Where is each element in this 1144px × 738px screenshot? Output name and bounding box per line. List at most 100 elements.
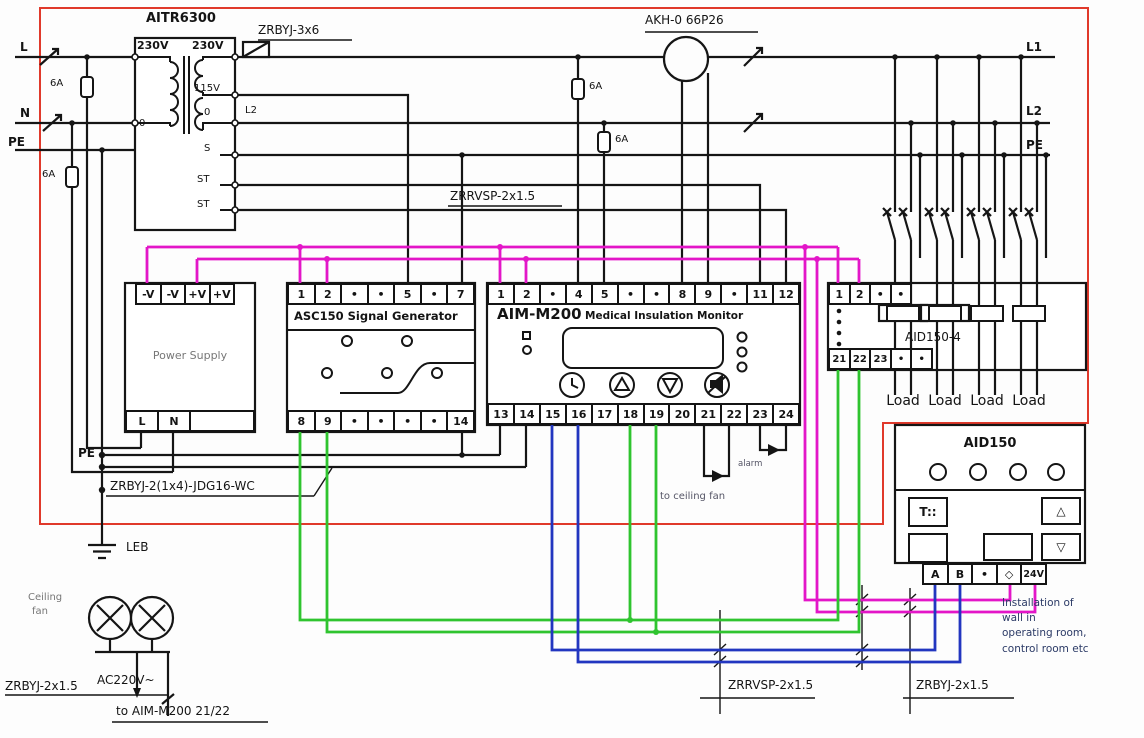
cable-tag-icon — [241, 40, 271, 59]
load-label: Load — [928, 393, 962, 409]
fan-dest-label: to AIM-M200 21/22 — [116, 704, 230, 718]
load-label: Load — [970, 393, 1004, 409]
screen-s-label: S — [204, 143, 211, 154]
power-supply-title: Power Supply — [152, 349, 228, 362]
fan-icon — [129, 595, 175, 641]
comm-cable-label: ZRRVSP-2x1.5 — [728, 678, 814, 692]
dist-bottom-strip: 21 22 23 • • — [828, 348, 933, 370]
terminal-cell: N — [159, 412, 191, 430]
terminal-cell: 2 — [316, 285, 343, 303]
tap-0-right-label: 0 — [204, 107, 211, 118]
asc150-title: ASC150 Signal Generator — [294, 309, 458, 323]
installation-note: Installation of wall in operating room, … — [1002, 596, 1137, 657]
terminal-cell: • — [892, 350, 913, 368]
signal-wave-icon — [340, 362, 475, 394]
terminal-cell: • — [645, 285, 671, 303]
box-interiors — [135, 56, 1085, 491]
fan-icon — [87, 595, 133, 641]
power-supply-bottom-strip: L N — [125, 410, 255, 432]
terminal-cell: -V — [137, 285, 162, 303]
aim-test-button-icon — [559, 372, 585, 398]
pe-cable-label: ZRBYJ-2(1x4)-JDG16-WC — [110, 479, 255, 493]
green-junctions — [627, 617, 659, 635]
terminal-cell: 21 — [696, 405, 723, 423]
fuse4-label: 6A — [615, 134, 629, 145]
test-button: T:: — [908, 497, 948, 527]
terminal-cell: • — [422, 285, 449, 303]
note-line: Installation of — [1002, 597, 1074, 609]
load-label: Load — [886, 393, 920, 409]
terminal-cell: 13 — [489, 405, 515, 423]
aim-mute-button-icon — [704, 372, 730, 398]
line-l2-right-label: L2 — [1026, 104, 1042, 118]
dist-title: AID150-4 — [905, 330, 961, 344]
terminal-cell: -V — [162, 285, 186, 303]
terminal-cell: 14 — [515, 405, 541, 423]
terminal-cell: 24V — [1023, 568, 1044, 580]
asc150-bottom-strip: 8 9 • • • • 14 — [287, 410, 475, 432]
asc150-top-strip: 1 2 • • 5 • 7 — [287, 283, 475, 305]
terminal-cell: +V — [186, 285, 211, 303]
aim-down-button-icon — [657, 372, 683, 398]
aim-stub-note-small: alarm — [738, 459, 763, 469]
terminal-cell: 1 — [830, 285, 851, 303]
terminal-cell — [191, 412, 253, 430]
terminal-cell: • — [871, 285, 892, 303]
terminal-cell: 8 — [670, 285, 697, 303]
fan-label-line1: Ceiling — [28, 592, 63, 603]
current-transformer-icon — [662, 35, 710, 83]
aid150-panel-title: AID150 — [963, 436, 1017, 451]
terminal-cell: • — [369, 412, 396, 430]
terminal-cell: 1 — [289, 285, 316, 303]
terminal-cell: 2 — [851, 285, 871, 303]
fan-cable-label: ZRBYJ-2x1.5 — [5, 679, 78, 693]
arrowheads — [133, 444, 780, 698]
asc150-box — [285, 281, 477, 434]
terminal-cell: • — [342, 412, 369, 430]
terminal-cell: 22 — [851, 350, 872, 368]
mute-button — [908, 533, 948, 563]
terminal-cell: • — [369, 285, 396, 303]
note-line: operating room, — [1002, 627, 1087, 640]
terminal-cell: 8 — [289, 412, 316, 430]
terminal-cell: 4 — [567, 285, 593, 303]
terminal-cell: 24 — [778, 407, 794, 421]
terminal-cell: 1 — [489, 285, 515, 303]
fuse1-label: 6A — [50, 78, 64, 89]
line-l1-label: L1 — [1026, 40, 1042, 54]
st1-label: ST — [197, 174, 210, 185]
terminal-cell: B — [949, 565, 974, 583]
junction-dots — [69, 54, 1049, 494]
ct-label: AKH-0 66P26 — [645, 13, 724, 27]
line-pe-right-label: PE — [1026, 138, 1043, 152]
down-button: ▽ — [1041, 533, 1081, 561]
green-wires — [298, 370, 861, 634]
ground-icon — [88, 543, 116, 560]
aim-box — [485, 281, 802, 427]
fuse-icon — [65, 76, 611, 188]
st2-label: ST — [197, 199, 210, 210]
terminal-cell: 11 — [748, 285, 775, 303]
cable-top-label: ZRBYJ-3x6 — [258, 23, 320, 37]
leb-label: LEB — [126, 540, 149, 554]
power-cable-label: ZRBYJ-2x1.5 — [916, 678, 989, 692]
red-boundary — [39, 7, 1089, 525]
terminal-cell: • — [619, 285, 645, 303]
terminal-cell: 22 — [722, 405, 749, 423]
aim-display — [562, 327, 724, 369]
transformer-winding-icon — [135, 56, 235, 211]
terminal-cell: 5 — [593, 285, 619, 303]
fan-voltage-label: AC220V~ — [97, 673, 155, 687]
fan-label-line2: fan — [32, 606, 48, 617]
terminal-cell: 20 — [670, 405, 697, 423]
load-label: Load — [1012, 393, 1046, 409]
terminal-cell: 16 — [567, 405, 593, 423]
power-supply-top-strip: -V -V +V +V — [135, 283, 235, 305]
terminal-cell: L — [127, 412, 159, 430]
transformer-title: AITR6300 — [146, 11, 216, 26]
tap-0-left-label: 0 — [139, 118, 146, 129]
terminal-cell: • — [541, 285, 567, 303]
magenta-junctions — [297, 244, 820, 262]
